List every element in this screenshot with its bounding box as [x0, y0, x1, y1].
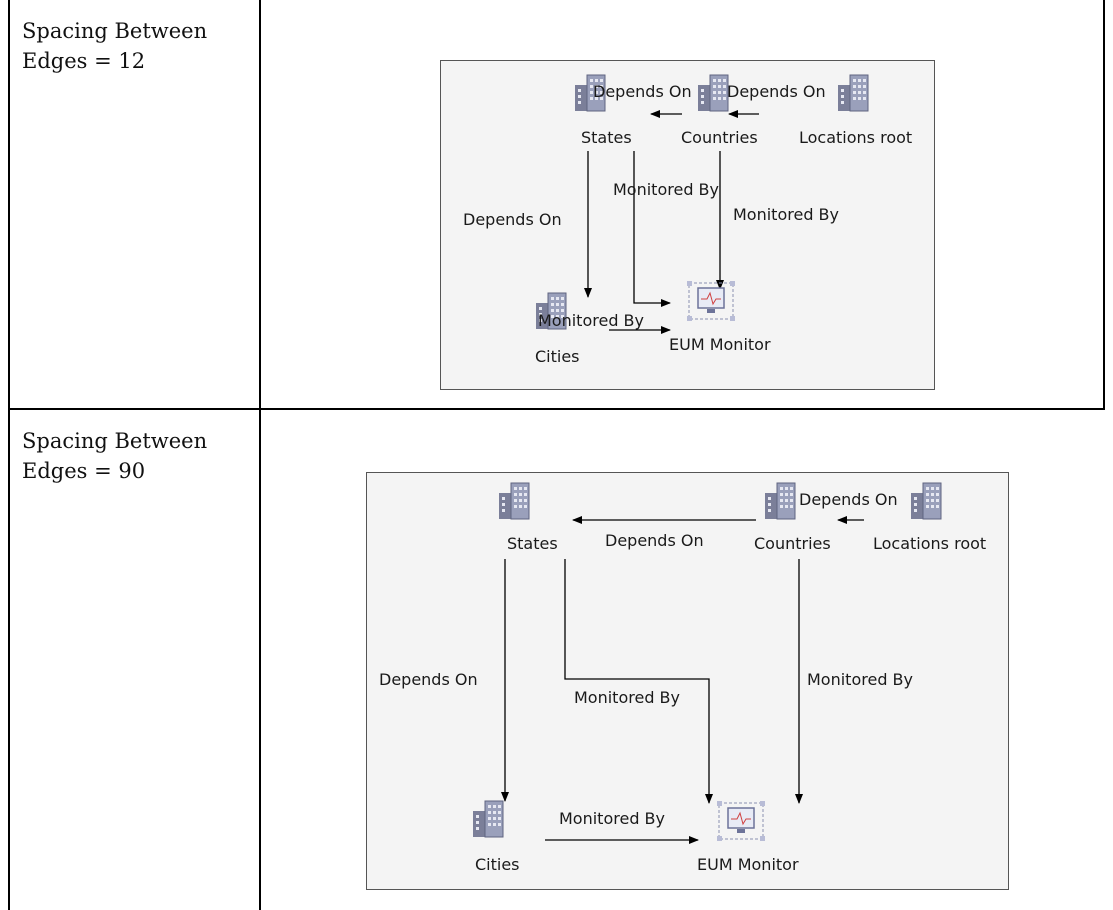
building-icon: [575, 74, 606, 112]
diagram-spacing-90: States Countries Locations root Cities E…: [366, 472, 1009, 890]
building-icon: [698, 74, 729, 112]
table-row-divider: [8, 408, 1105, 410]
edge-label-states-eum: Monitored By: [613, 180, 719, 199]
row-label-spacing-12: Spacing Between Edges = 12: [22, 19, 208, 73]
node-locations-root-label: Locations root: [799, 128, 913, 147]
building-icon: [499, 482, 530, 520]
table-border-left: [8, 0, 10, 910]
edge-label-countries-eum: Monitored By: [807, 670, 913, 689]
node-cities-label: Cities: [535, 347, 580, 366]
edge-states-eum: [564, 559, 713, 804]
node-cities-label: Cities: [475, 855, 520, 874]
diagram-spacing-12: States Countries Locations root Cities E…: [440, 60, 935, 390]
table-border-right: [1103, 0, 1105, 410]
monitor-icon: [717, 801, 765, 841]
edge-label-cities-eum: Monitored By: [538, 311, 644, 330]
edge-label-states-cities: Depends On: [463, 210, 562, 229]
node-states-label: States: [507, 534, 558, 553]
node-eum-monitor-label: EUM Monitor: [669, 335, 771, 354]
edge-label-countries-states: Depends On: [593, 82, 692, 101]
table-border-divider: [259, 0, 261, 910]
edge-states-eum: [633, 151, 671, 307]
building-icon: [911, 482, 942, 520]
edge-label-locations-countries: Depends On: [727, 82, 826, 101]
node-locations-root-label: Locations root: [873, 534, 987, 553]
building-icon: [838, 74, 869, 112]
node-eum-monitor-label: EUM Monitor: [697, 855, 799, 874]
node-states-label: States: [581, 128, 632, 147]
building-icon: [473, 800, 504, 838]
row-label-spacing-90: Spacing Between Edges = 90: [22, 429, 208, 483]
node-countries-label: Countries: [754, 534, 831, 553]
edge-label-cities-eum: Monitored By: [559, 809, 665, 828]
edge-label-states-eum: Monitored By: [574, 688, 680, 707]
monitor-icon: [687, 281, 735, 321]
building-icon: [536, 292, 567, 330]
diagram-edges-90: [473, 482, 942, 844]
node-countries-label: Countries: [681, 128, 758, 147]
edge-label-locations-countries: Depends On: [799, 490, 898, 509]
edge-label-states-cities: Depends On: [379, 670, 478, 689]
building-icon: [765, 482, 796, 520]
edge-label-countries-states: Depends On: [605, 531, 704, 550]
diagram-edges-12: [536, 74, 869, 334]
edge-label-countries-eum: Monitored By: [733, 205, 839, 224]
